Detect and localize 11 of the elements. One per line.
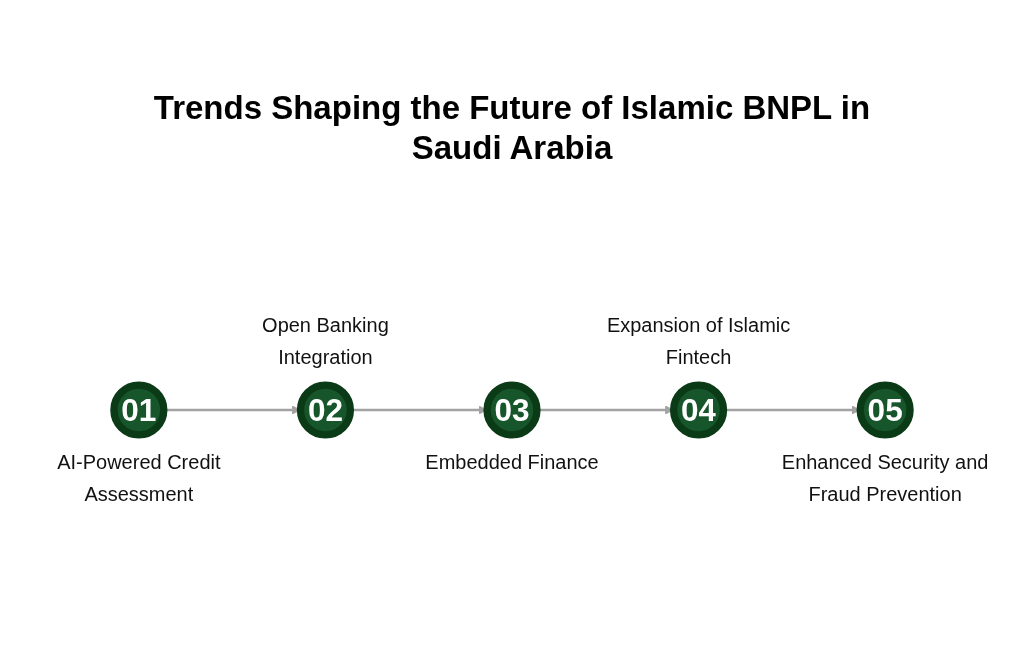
step-caption: Embedded Finance — [425, 450, 599, 476]
step-caption: Expansion of Islamic Fintech — [605, 313, 792, 370]
node-circle: 01 — [110, 381, 168, 439]
diagram-title: Trends Shaping the Future of Islamic BNPL in Saudi Arabia — [152, 88, 872, 168]
step-caption: Open Banking Integration — [261, 313, 390, 370]
node-circle: 04 — [670, 381, 728, 439]
node-circle: 02 — [296, 381, 354, 439]
step-caption: Enhanced Security and Fraud Prevention — [780, 450, 990, 507]
node-circle: 05 — [856, 381, 914, 439]
step-caption: AI-Powered Credit Assessment — [56, 450, 222, 507]
node-circle: 03 — [483, 381, 541, 439]
